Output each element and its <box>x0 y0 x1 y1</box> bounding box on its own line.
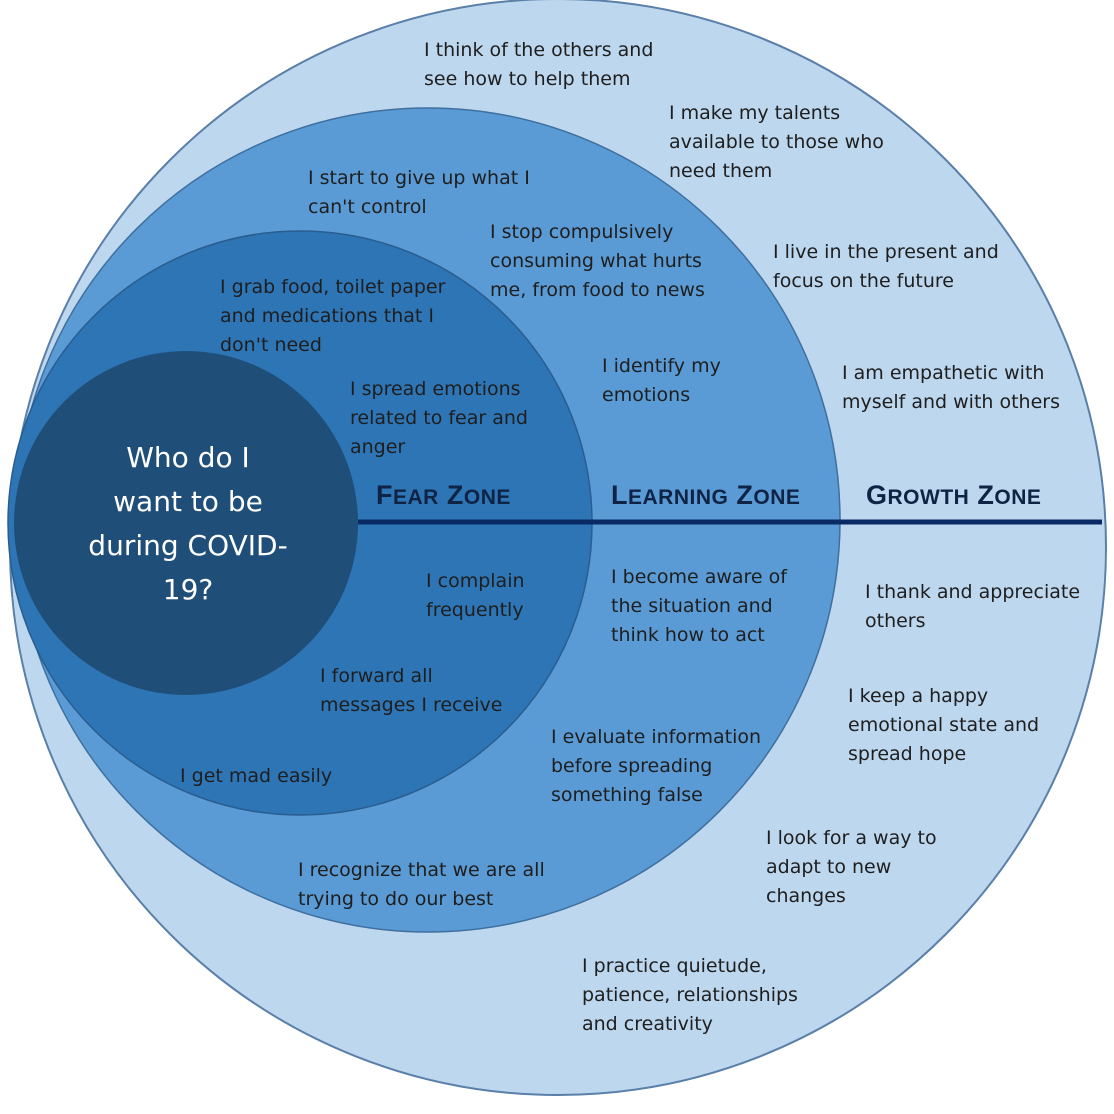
fear-zone-label: FEAR ZONE <box>376 480 511 510</box>
growth-statement-help-others: I think of the others and see how to hel… <box>424 39 654 90</box>
growth-statement-adapt: I look for a way to adapt to new changes <box>766 827 937 907</box>
fear-statement-spread-emotions: I spread emotions related to fear and an… <box>350 378 528 458</box>
growth-statement-empathetic: I am empathetic with myself and with oth… <box>842 362 1060 413</box>
growth-statement-talents: I make my talents available to those who… <box>669 102 884 182</box>
learning-statement-identify: I identify my emotions <box>602 355 721 406</box>
growth-zone-label: GROWTH ZONE <box>866 480 1042 510</box>
fear-statement-grab-food: I grab food, toilet paper and medication… <box>220 276 446 356</box>
growth-statement-present: I live in the present and focus on the f… <box>773 241 999 292</box>
growth-statement-thank: I thank and appreciate others <box>865 581 1081 632</box>
learning-statement-recognize: I recognize that we are all trying to do… <box>298 859 545 910</box>
center-circle <box>14 351 358 695</box>
fear-statement-mad: I get mad easily <box>180 765 333 787</box>
learning-statement-aware: I become aware of the situation and thin… <box>611 566 787 646</box>
fear-statement-complain: I complain frequently <box>426 570 525 621</box>
learning-statement-evaluate: I evaluate information before spreading … <box>551 726 762 806</box>
fear-statement-forward: I forward all messages I receive <box>320 665 503 716</box>
center-question: Who do I want to be during COVID- 19? <box>88 441 288 606</box>
learning-statement-stop-consuming: I stop compulsively consuming what hurts… <box>490 221 705 301</box>
growth-statement-happy: I keep a happy emotional state and sprea… <box>848 685 1040 765</box>
learning-statement-give-up: I start to give up what I can't control <box>308 167 530 218</box>
learning-zone-label: LEARNING ZONE <box>611 480 801 510</box>
growth-statement-quietude: I practice quietude, patience, relations… <box>582 955 798 1035</box>
